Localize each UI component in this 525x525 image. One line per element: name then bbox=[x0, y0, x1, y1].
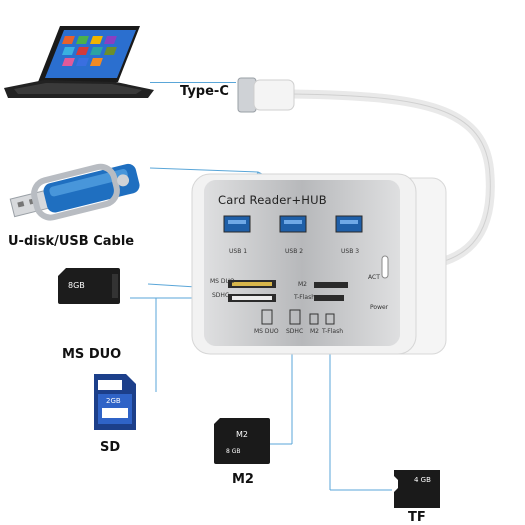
sd-card-image: 2GB bbox=[94, 374, 136, 430]
tf-card-image: 4 GB bbox=[394, 470, 440, 508]
label-sd: SD bbox=[100, 440, 121, 455]
tf-card-capacity: 4 GB bbox=[414, 476, 431, 484]
type-c-cable bbox=[237, 77, 495, 271]
m2-card-text: M2 bbox=[236, 430, 248, 439]
slot-label-m2: M2 bbox=[298, 281, 307, 288]
port-label-2: USB 2 bbox=[285, 248, 304, 255]
card-reader-hub: Card Reader+HUB USB 1 USB 2 USB 3 ACT Po… bbox=[190, 170, 448, 356]
m2-card-image: M2 8 GB bbox=[214, 418, 270, 464]
port-label-1: USB 1 bbox=[229, 248, 248, 255]
label-u-disk: U-disk/USB Cable bbox=[8, 234, 135, 249]
ms-duo-card-image: 8GB bbox=[58, 268, 120, 304]
label-m2: M2 bbox=[232, 472, 254, 487]
hub-title: Card Reader+HUB bbox=[218, 193, 327, 207]
label-ms-duo: MS DUO bbox=[62, 347, 122, 362]
laptop-image bbox=[4, 22, 154, 104]
usb-flash-drive-image bbox=[4, 155, 149, 225]
power-label: Power bbox=[370, 304, 389, 311]
connector-line-type-c bbox=[150, 82, 236, 83]
bottom-label-sdhc: SDHC bbox=[286, 328, 304, 335]
slot-label-tflash: T-Flash bbox=[294, 294, 316, 301]
m2-card-capacity: 8 GB bbox=[226, 448, 241, 455]
port-label-3: USB 3 bbox=[341, 248, 360, 255]
bottom-label-m2: M2 bbox=[310, 328, 319, 335]
slot-label-sdhc: SDHC bbox=[212, 292, 230, 299]
bottom-label-ms-duo: MS DUO bbox=[254, 328, 279, 335]
label-tf: TF bbox=[408, 510, 426, 525]
sd-card-text: 2GB bbox=[106, 397, 121, 405]
act-label: ACT bbox=[368, 274, 380, 281]
ms-duo-capacity: 8GB bbox=[68, 281, 85, 290]
slot-label-ms-duo: MS DUO bbox=[210, 278, 235, 285]
bottom-label-tflash: T-Flash bbox=[322, 328, 344, 335]
label-type-c: Type-C bbox=[180, 84, 229, 99]
